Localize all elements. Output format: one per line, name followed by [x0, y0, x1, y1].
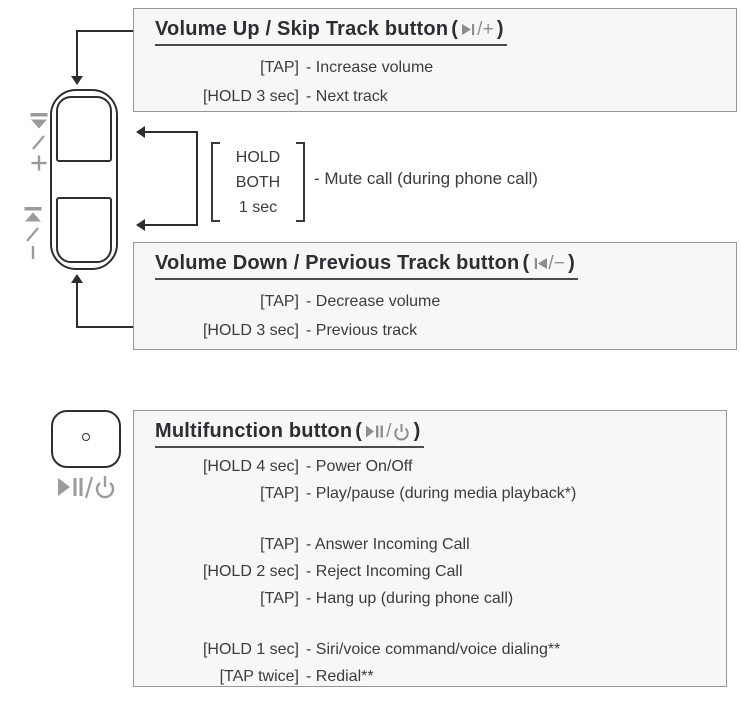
- volume-up-side-label-skip-plus-icon: [30, 113, 48, 171]
- volume-up-info-box: Volume Up / Skip Track button ( /+ ) [TA…: [133, 8, 737, 112]
- left-bracket: [211, 142, 220, 222]
- multifunction-title: Multifunction button ( / ): [155, 420, 424, 448]
- hold-both-line: HOLD: [235, 149, 281, 166]
- gesture-label: [HOLD 2 sec]: [202, 563, 299, 580]
- connector-line: [144, 224, 198, 226]
- row-spacer: [134, 507, 726, 531]
- gesture-label: [TAP]: [260, 536, 299, 553]
- function-row: [TAP] - Decrease volume: [134, 287, 736, 316]
- connector-line: [144, 131, 198, 133]
- function-row: [TAP] - Answer Incoming Call: [134, 531, 726, 558]
- close-paren: ): [496, 18, 504, 40]
- multifunction-button-dot: [82, 433, 90, 441]
- function-description: - Increase volume: [306, 59, 434, 76]
- function-row: [TAP twice] - Redial**: [134, 663, 726, 690]
- hold-both-line: BOTH: [235, 174, 281, 191]
- skip-next-icon: [462, 24, 475, 35]
- function-row: [HOLD 3 sec] - Next track: [134, 82, 736, 111]
- volume-down-button: [56, 197, 112, 263]
- function-description: - Reject Incoming Call: [306, 563, 463, 580]
- gesture-label: [TAP]: [260, 590, 299, 607]
- plus-suffix: /+: [477, 19, 494, 40]
- open-paren: (: [451, 18, 459, 40]
- function-description: - Play/pause (during media playback*): [306, 485, 577, 502]
- connector-line: [76, 283, 78, 328]
- gesture-label: [HOLD 4 sec]: [202, 458, 299, 475]
- hold-both-line: 1 sec: [238, 199, 278, 216]
- connector-line: [77, 326, 134, 328]
- connector-line: [77, 30, 134, 32]
- gesture-label: [TAP]: [260, 59, 299, 76]
- hold-both-label: HOLD BOTH 1 sec: [219, 145, 297, 220]
- function-description: - Answer Incoming Call: [306, 536, 470, 553]
- function-description: - Hang up (during phone call): [306, 590, 514, 607]
- open-paren: (: [522, 252, 530, 274]
- skip-previous-icon: [535, 258, 548, 269]
- volume-down-info-box: Volume Down / Previous Track button ( /−…: [133, 242, 737, 350]
- function-row: [HOLD 2 sec] - Reject Incoming Call: [134, 558, 726, 585]
- volume-up-rows: [TAP] - Increase volume [HOLD 3 sec] - N…: [134, 53, 736, 111]
- multifunction-info-box: Multifunction button ( / ) [HOLD 4 sec] …: [133, 410, 727, 687]
- gesture-label: [HOLD 3 sec]: [202, 322, 299, 339]
- arrow-up-icon: [71, 274, 83, 283]
- function-description: - Siri/voice command/voice dialing**: [306, 641, 561, 658]
- function-row: [HOLD 1 sec] - Siri/voice command/voice …: [134, 636, 726, 663]
- gesture-label: [HOLD 3 sec]: [202, 88, 299, 105]
- volume-down-title: Volume Down / Previous Track button ( /−…: [155, 252, 578, 280]
- play-pause-icon: [366, 425, 384, 438]
- minus-suffix: /−: [548, 253, 566, 274]
- function-description: - Previous track: [306, 322, 418, 339]
- multifunction-rows: [HOLD 4 sec] - Power On/Off [TAP] - Play…: [134, 453, 726, 690]
- connector-line: [76, 30, 78, 76]
- slash-separator: /: [386, 421, 392, 442]
- function-row: [HOLD 3 sec] - Previous track: [134, 316, 736, 345]
- function-row: [TAP] - Hang up (during phone call): [134, 585, 726, 612]
- right-bracket: [296, 142, 305, 222]
- gesture-label: [HOLD 1 sec]: [202, 641, 299, 658]
- gesture-label: [TAP]: [260, 293, 299, 310]
- gesture-label: [TAP twice]: [219, 668, 299, 685]
- open-paren: (: [355, 420, 363, 442]
- close-paren: ): [413, 420, 421, 442]
- close-paren: ): [568, 252, 575, 274]
- function-description: - Redial**: [306, 668, 374, 685]
- volume-up-button: [56, 96, 112, 162]
- function-description: - Next track: [306, 88, 388, 105]
- volume-up-title-text: Volume Up / Skip Track button: [155, 18, 449, 40]
- connector-line: [196, 131, 198, 226]
- volume-down-side-label-skip-minus-icon: [24, 207, 42, 259]
- power-icon: [393, 423, 409, 440]
- mute-call-description: - Mute call (during phone call): [314, 169, 538, 188]
- arrow-down-icon: [71, 76, 83, 85]
- arrow-left-icon: [136, 126, 145, 138]
- function-row: [TAP] - Increase volume: [134, 53, 736, 82]
- function-description: - Power On/Off: [306, 458, 413, 475]
- row-spacer: [134, 612, 726, 636]
- function-row: [TAP] - Play/pause (during media playbac…: [134, 480, 726, 507]
- function-description: - Decrease volume: [306, 293, 441, 310]
- volume-up-title: Volume Up / Skip Track button ( /+ ): [155, 18, 507, 46]
- gesture-label: [TAP]: [260, 485, 299, 502]
- multifunction-title-text: Multifunction button: [155, 420, 353, 442]
- volume-down-title-text: Volume Down / Previous Track button: [155, 252, 520, 274]
- multifunction-side-label-play-pause-power-icon: [58, 476, 115, 499]
- arrow-left-icon: [136, 219, 145, 231]
- volume-down-rows: [TAP] - Decrease volume [HOLD 3 sec] - P…: [134, 287, 736, 345]
- function-row: [HOLD 4 sec] - Power On/Off: [134, 453, 726, 480]
